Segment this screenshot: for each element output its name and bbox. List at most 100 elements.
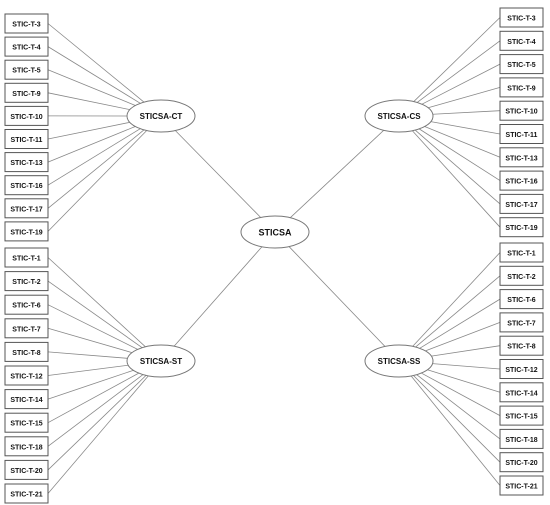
edge-factor-item <box>412 130 501 228</box>
item-box-bottom-left: STIC-T-1 <box>4 247 49 268</box>
item-label: STIC-T-15 <box>505 414 537 421</box>
factor-label: STICSA-ST <box>140 357 182 366</box>
item-box-top-left: STIC-T-4 <box>4 36 49 57</box>
item-box-top-right: STIC-T-13 <box>499 147 544 168</box>
item-label: STIC-T-18 <box>505 437 537 444</box>
item-box-bottom-right: STIC-T-12 <box>499 359 544 379</box>
item-label: STIC-T-11 <box>11 137 43 144</box>
factor-label: STICSA-SS <box>378 357 421 366</box>
item-box-bottom-right: STIC-T-1 <box>499 242 544 263</box>
item-box-bottom-right: STIC-T-15 <box>499 405 544 426</box>
item-box-top-right: STIC-T-5 <box>499 54 544 75</box>
item-box-bottom-left: STIC-T-6 <box>4 294 49 315</box>
item-box-top-right: STIC-T-9 <box>499 77 544 98</box>
edge-factor-item <box>416 40 501 103</box>
item-label: STIC-T-4 <box>12 45 40 52</box>
item-box-top-right: STIC-T-10 <box>499 100 544 121</box>
edge-factor-item <box>413 375 501 463</box>
edge-factor-item <box>47 364 129 376</box>
item-label: STIC-T-3 <box>507 16 535 23</box>
edge-factor-item <box>432 110 501 115</box>
edge-factor-item <box>47 128 141 186</box>
item-box-bottom-right: STIC-T-14 <box>499 382 544 403</box>
item-label: STIC-T-1 <box>507 251 535 258</box>
edge-factor-item <box>421 372 501 416</box>
item-label: STIC-T-21 <box>505 484 537 491</box>
item-label: STIC-T-13 <box>10 160 42 167</box>
item-box-top-right: STIC-T-4 <box>499 30 544 51</box>
factor-node-bottom-left: STICSA-ST <box>126 344 196 378</box>
item-box-top-left: STIC-T-13 <box>4 152 49 173</box>
edge-factor-item <box>427 369 501 393</box>
item-box-bottom-left: STIC-T-15 <box>4 412 49 433</box>
edge-factor-item <box>47 121 130 140</box>
item-box-bottom-left: STIC-T-7 <box>4 318 49 339</box>
edge-factor-item <box>47 126 136 163</box>
item-label: STIC-T-13 <box>505 155 537 162</box>
root-node: STICSA <box>240 215 310 249</box>
item-label: STIC-T-2 <box>12 279 40 286</box>
edge-factor-item <box>410 375 501 486</box>
edge-factor-item <box>47 327 133 354</box>
factor-node-top-left: STICSA-CT <box>126 99 196 133</box>
item-box-top-left: STIC-T-5 <box>4 59 49 80</box>
item-label: STIC-T-19 <box>10 229 42 236</box>
item-box-bottom-left: STIC-T-2 <box>4 271 49 292</box>
item-label: STIC-T-7 <box>507 320 535 327</box>
item-label: STIC-T-9 <box>12 91 40 98</box>
edge-factor-item <box>418 128 501 181</box>
item-box-bottom-right: STIC-T-2 <box>499 265 544 286</box>
factor-node-top-right: STICSA-CS <box>364 99 434 133</box>
edge-factor-item <box>412 252 501 347</box>
item-label: STIC-T-20 <box>10 468 42 475</box>
item-label: STIC-T-17 <box>10 206 42 213</box>
item-box-bottom-right: STIC-T-20 <box>499 452 544 473</box>
item-box-bottom-left: STIC-T-20 <box>4 459 49 480</box>
item-label: STIC-T-1 <box>12 256 40 263</box>
item-label: STIC-T-6 <box>507 297 535 304</box>
edge-factor-item <box>47 374 144 447</box>
item-label: STIC-T-7 <box>12 326 40 333</box>
item-label: STIC-T-10 <box>505 109 537 116</box>
item-label: STIC-T-14 <box>10 397 42 404</box>
item-label: STIC-T-21 <box>10 492 42 499</box>
edge-root-bottom-left <box>173 246 263 347</box>
edge-factor-item <box>47 280 143 349</box>
edge-factor-item <box>47 92 130 110</box>
item-box-bottom-left: STIC-T-8 <box>4 341 49 362</box>
item-box-top-left: STIC-T-16 <box>4 175 49 196</box>
item-box-bottom-left: STIC-T-18 <box>4 436 49 457</box>
item-box-bottom-left: STIC-T-21 <box>4 483 49 504</box>
item-label: STIC-T-20 <box>505 460 537 467</box>
item-box-top-right: STIC-T-16 <box>499 170 544 191</box>
item-label: STIC-T-19 <box>505 225 537 232</box>
item-label: STIC-T-16 <box>10 183 42 190</box>
item-label: STIC-T-12 <box>10 374 42 381</box>
edge-factor-item <box>430 121 501 135</box>
edge-factor-item <box>425 322 501 352</box>
item-label: STIC-T-8 <box>507 344 535 351</box>
item-box-bottom-right: STIC-T-8 <box>499 335 544 356</box>
edge-factor-item <box>432 363 501 370</box>
item-label: STIC-T-18 <box>10 444 42 451</box>
item-box-top-left: STIC-T-9 <box>4 82 49 103</box>
item-box-top-left: STIC-T-3 <box>4 13 49 34</box>
edge-factor-item <box>424 126 501 158</box>
item-label: STIC-T-11 <box>506 132 538 139</box>
edge-factor-item <box>413 17 501 102</box>
item-label: STIC-T-9 <box>507 85 535 92</box>
edge-factor-item <box>428 87 501 109</box>
item-box-bottom-left: STIC-T-14 <box>4 389 49 410</box>
item-box-top-right: STIC-T-17 <box>499 193 544 214</box>
edge-root-bottom-right <box>288 246 386 347</box>
edge-factor-item <box>414 129 501 205</box>
item-box-top-right: STIC-T-3 <box>499 7 544 28</box>
edge-factor-item <box>419 298 501 349</box>
edge-factor-item <box>47 304 138 350</box>
item-box-bottom-right: STIC-T-7 <box>499 312 544 333</box>
item-box-bottom-right: STIC-T-21 <box>499 475 544 496</box>
item-label: STIC-T-15 <box>10 421 42 428</box>
item-box-top-left: STIC-T-10 <box>4 105 49 126</box>
edge-factor-item <box>47 130 148 232</box>
item-label: STIC-T-12 <box>505 367 537 374</box>
